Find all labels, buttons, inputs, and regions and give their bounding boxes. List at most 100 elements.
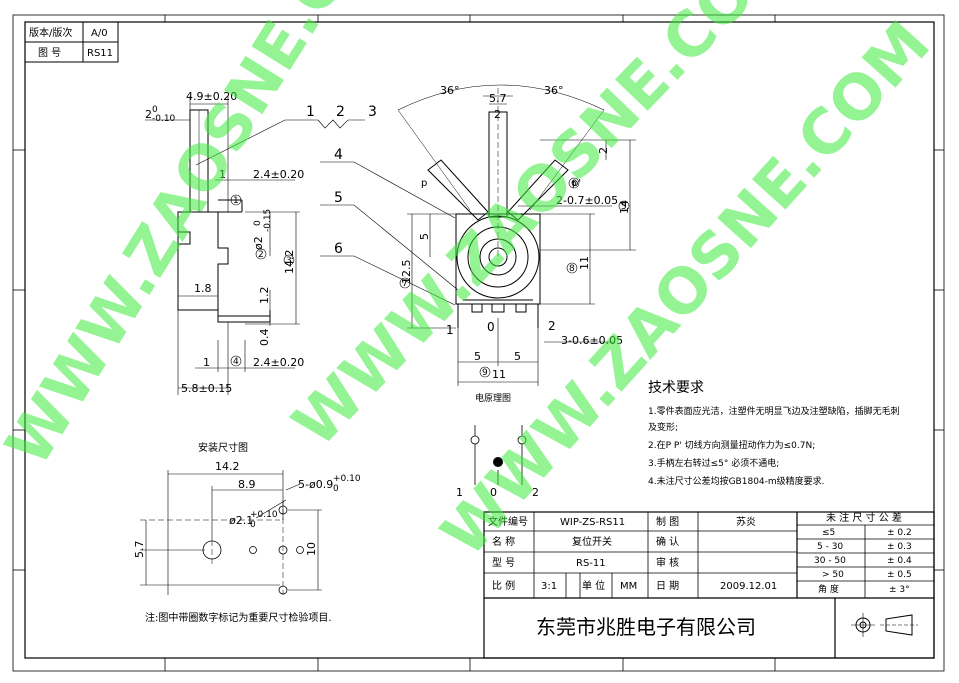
- dim-5-7: 5.7: [489, 92, 507, 105]
- tol-value-3: ± 0.4: [887, 556, 912, 566]
- mounting-title: 安装尺寸图: [198, 441, 248, 454]
- dim-shaft-width: 4.9±0.20: [186, 90, 237, 103]
- mount-dim-5-7: 5.7: [133, 541, 146, 559]
- dim-12-5: 12.5: [400, 260, 413, 285]
- dim-5-bottom-right: 5: [514, 350, 521, 363]
- circle-mark-3: [283, 254, 295, 266]
- front-view: [397, 84, 636, 386]
- label-p: p: [421, 178, 427, 189]
- drawing-no-value: RS11: [87, 48, 113, 59]
- tech-req-item-4: 4.未注尺寸公差均按GB1804-m级精度要求.: [648, 475, 825, 487]
- unit-value: MM: [620, 581, 637, 592]
- dim-upper-gap: 1: [219, 168, 226, 181]
- dim-slot: 2-0.7±0.05: [556, 194, 618, 207]
- tech-req-item-2: 2.在P P' 切线方向测量扭动作力为≤0.7N;: [648, 439, 815, 451]
- model-label: 型 号: [492, 556, 515, 569]
- circuit-pin-1: 1: [456, 486, 463, 499]
- tol-value-4: ± 0.5: [887, 570, 912, 580]
- date-label: 日 期: [656, 580, 679, 592]
- title-block-grid: [483, 511, 935, 659]
- mount-dim-8-9: 8.9: [238, 478, 256, 491]
- draw-label: 制 图: [656, 515, 679, 528]
- circle-mark-2: [255, 248, 267, 260]
- version-value: A/0: [91, 28, 108, 39]
- pin-0-label: 0: [487, 320, 495, 334]
- circle-mark-1: [230, 194, 242, 206]
- circle-label-5: 5: [621, 202, 627, 212]
- zone-ticks: [13, 15, 944, 671]
- mount-dim-big-hole-tol-up: +0.10: [250, 510, 278, 520]
- dim-1-2: 1.2: [258, 287, 271, 305]
- mount-dim-10: 10: [305, 542, 318, 556]
- file-no-label: 文件编号: [488, 515, 528, 528]
- version-label: 版本/版次: [29, 26, 72, 39]
- company-name: 东莞市兆胜电子有限公司: [536, 615, 756, 639]
- callout-4: 4: [334, 147, 343, 163]
- dim-0-4: 0.4: [258, 329, 271, 347]
- tol-value-1: ± 0.2: [887, 528, 912, 538]
- circle-label-9: 9: [482, 368, 488, 378]
- side-view: [145, 96, 365, 395]
- callout-2: 2: [336, 104, 345, 120]
- tech-req-item-1b: 及变形;: [648, 421, 678, 433]
- dim-lower-gap: 1: [203, 356, 210, 369]
- name-value: 复位开关: [572, 535, 612, 548]
- review-label: 审 核: [656, 556, 679, 569]
- circuit-title: 电原理图: [475, 392, 511, 404]
- dim-11-bottom: 11: [492, 368, 506, 381]
- angle-left: 36°: [440, 84, 460, 97]
- circuit-common-dot: [493, 457, 503, 467]
- dim-top-offset-tol: -0.10: [152, 114, 176, 124]
- tol-range-3: 30 - 50: [814, 556, 846, 566]
- circle-label-3: 3: [286, 256, 292, 266]
- circuit-diagram: [470, 425, 527, 485]
- tol-range-4: > 50: [822, 570, 844, 580]
- pin-1-label: 1: [446, 323, 454, 337]
- circuit-pin-2: 2: [532, 486, 539, 499]
- projection-symbol-icon: [851, 613, 918, 637]
- tol-value-5: ± 3°: [889, 585, 910, 595]
- circle-label-7: 7: [402, 279, 408, 289]
- drawing-note: 注:图中带圈数字标记为重要尺寸检验项目.: [145, 611, 332, 624]
- inner-frame: [24, 21, 935, 659]
- dim-2-top: 2: [494, 108, 501, 121]
- tolerance-title: 未 注 尺 寸 公 差: [826, 511, 902, 524]
- pin-2-label: 2: [548, 319, 556, 333]
- dim-top-offset: 2: [145, 108, 152, 121]
- circle-label-1: 1: [233, 196, 239, 206]
- mount-dim-14-2: 14.2: [215, 460, 240, 473]
- dim-hole-tol-down: -0.15: [263, 209, 273, 232]
- callout-1: 1: [306, 104, 315, 120]
- scale-value: 3:1: [541, 581, 557, 592]
- tol-range-5: 角 度: [818, 583, 839, 595]
- mount-dim-big-hole-tol-down: 0: [250, 520, 256, 530]
- dim-hole-tol-up: 0: [253, 220, 263, 226]
- circle-label-8: 8: [569, 264, 575, 274]
- outer-frame: [12, 14, 945, 672]
- tech-req-item-3: 3.手柄左右转过≤5° 必须不通电;: [648, 457, 779, 469]
- dim-top-offset-tol-up: 0: [152, 105, 158, 115]
- name-label: 名 称: [492, 535, 515, 548]
- circle-label-6: 6: [571, 179, 577, 189]
- tech-req-item-1: 1.零件表面应光洁，注塑件无明显飞边及注塑缺陷，插脚无毛刺: [648, 405, 900, 417]
- angle-right: 36°: [544, 84, 564, 97]
- mount-dim-holes: 5-ø0.9: [298, 478, 333, 491]
- tol-value-2: ± 0.3: [887, 542, 912, 552]
- model-value: RS-11: [576, 558, 606, 569]
- mount-dim-holes-tol-down: 0: [333, 484, 339, 494]
- dim-5-bottom-left: 5: [474, 350, 481, 363]
- unit-label: 单 位: [582, 579, 605, 592]
- dim-total-width: 5.8±0.15: [181, 382, 232, 395]
- circuit-pin-0: 0: [490, 486, 497, 499]
- dim-11-side: 11: [578, 256, 591, 270]
- circle-mark-4: [230, 355, 242, 367]
- callout-5: 5: [334, 190, 343, 206]
- revision-box: 版本/版次 A/0 图 号 RS11: [24, 21, 119, 63]
- callout-3: 3: [368, 104, 377, 120]
- front-circle-marks: [399, 177, 630, 378]
- dim-pin-width: 3-0.6±0.05: [561, 334, 623, 347]
- mount-dim-big-hole: ø2.1: [229, 514, 253, 527]
- mount-dim-holes-tol-up: +0.10: [333, 474, 361, 484]
- circle-label-2: 2: [258, 250, 264, 260]
